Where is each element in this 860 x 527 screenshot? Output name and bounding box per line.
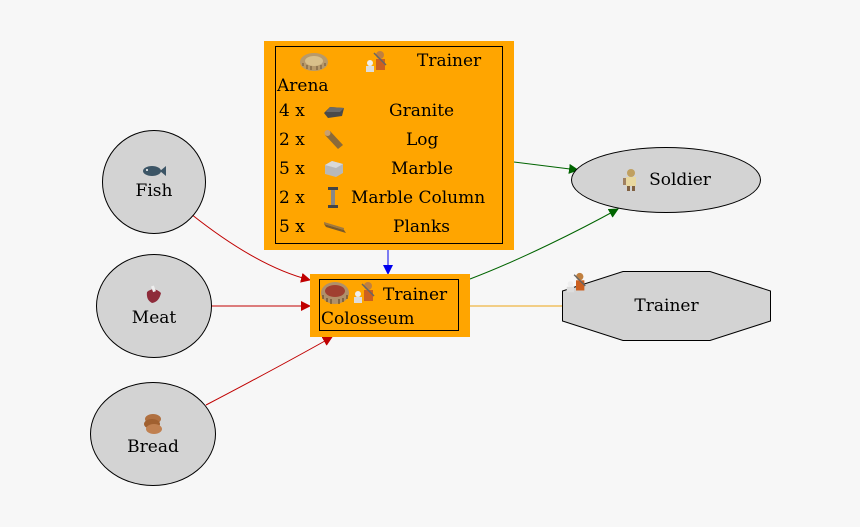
output-node-soldier: Soldier <box>571 147 761 213</box>
output-node-trainer: Trainer <box>562 271 771 341</box>
arena-produces-label: Trainer <box>417 51 482 71</box>
input-node-bread: Bread <box>90 382 216 486</box>
cost-item-granite: Granite <box>389 101 455 121</box>
cost-qty-marble: 5 x <box>279 159 305 179</box>
arena-inner-frame <box>275 46 503 244</box>
fish-icon <box>143 166 166 176</box>
edge-bread-colosseum <box>205 336 333 406</box>
arena-icon <box>300 53 328 71</box>
input-label-bread: Bread <box>127 437 179 457</box>
input-node-fish: Fish <box>102 130 206 234</box>
output-label-trainer: Trainer <box>634 296 699 316</box>
cost-item-marble-column: Marble Column <box>351 188 486 208</box>
bread-icon <box>144 414 162 434</box>
cost-item-log: Log <box>406 130 439 150</box>
edge-colosseum-soldier <box>469 208 619 280</box>
log-icon <box>324 130 343 149</box>
arena-box: Trainer Arena 4 x Granite 2 x Log 5 x Ma… <box>264 41 514 250</box>
colosseum-box: Trainer Colosseum <box>310 274 470 337</box>
meat-icon <box>146 285 161 303</box>
marble-column-icon <box>328 187 338 208</box>
planks-icon <box>324 222 346 233</box>
input-label-fish: Fish <box>135 181 173 201</box>
cost-qty-granite: 4 x <box>279 101 305 121</box>
output-label-soldier: Soldier <box>649 170 711 190</box>
edge-fish-colosseum <box>190 213 311 283</box>
soldier-icon <box>623 169 637 191</box>
cost-qty-planks: 5 x <box>279 217 305 237</box>
cost-qty-marble-column: 2 x <box>279 188 305 208</box>
marble-icon <box>325 161 343 177</box>
trainer-output-icon <box>566 272 586 293</box>
arena-name-label: Arena <box>277 76 329 96</box>
cost-item-planks: Planks <box>393 217 450 237</box>
trainer-icon <box>366 51 387 72</box>
edge-arena-soldier <box>513 161 579 174</box>
input-label-meat: Meat <box>131 308 177 328</box>
input-node-meat: Meat <box>96 254 212 358</box>
colosseum-trainer-icon <box>354 282 375 303</box>
colosseum-inner-frame <box>319 279 459 331</box>
octagon-shape <box>562 271 771 341</box>
granite-icon <box>324 107 344 118</box>
colosseum-produces-label: Trainer <box>383 285 448 305</box>
cost-qty-log: 2 x <box>279 130 305 150</box>
colosseum-name-label: Colosseum <box>321 309 415 329</box>
trainer-output-content: Trainer <box>562 271 771 341</box>
cost-item-marble: Marble <box>391 159 454 179</box>
colosseum-icon <box>321 282 349 304</box>
